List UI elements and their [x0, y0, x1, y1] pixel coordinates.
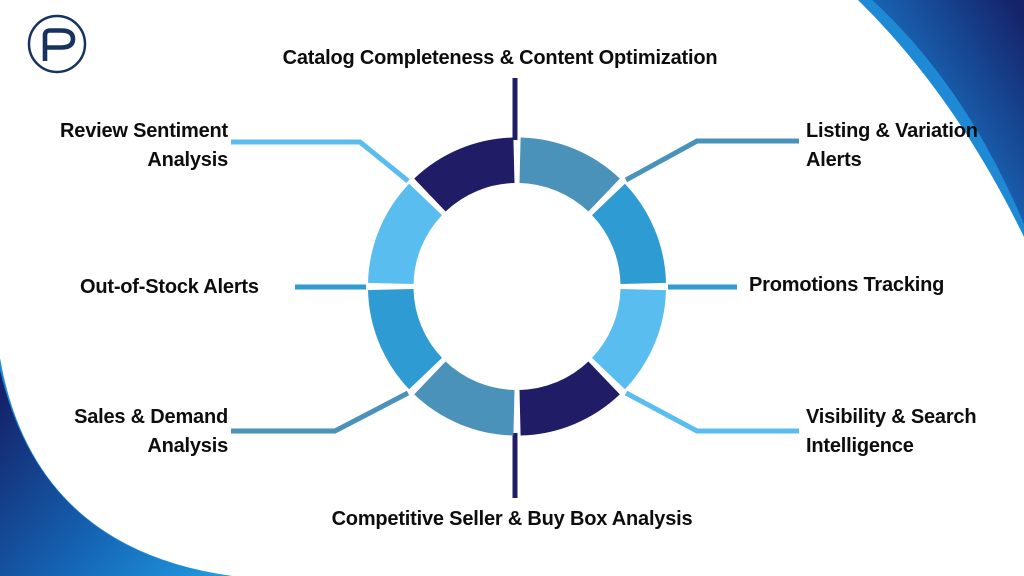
corner-swoosh-bottom-left: [0, 370, 232, 576]
corner-decoration-bottom-left: [0, 358, 232, 576]
connector-bottom-right: [624, 390, 799, 434]
donut-segment-9:00-10:30: [368, 183, 442, 284]
label-text: Analysis: [147, 149, 228, 171]
donut-segment-6:00-7:30: [414, 361, 515, 436]
label-text: Promotions Tracking: [749, 274, 945, 296]
donut-segment-4:30-6:00: [519, 361, 620, 436]
label-listing-variation-alerts: Listing & Variation Alerts: [806, 117, 1020, 175]
label-sales-demand-analysis: Sales & Demand Analysis: [8, 403, 228, 461]
corner-decoration-top-right: [858, 0, 1024, 237]
label-competitive-seller-buybox: Competitive Seller & Buy Box Analysis: [232, 505, 792, 534]
donut-segment-12:00-1:30: [519, 137, 620, 212]
label-text: Listing & Variation: [806, 120, 978, 142]
label-text: Sales & Demand: [74, 406, 228, 428]
label-text: Catalog Completeness & Content Optimizat…: [282, 47, 718, 69]
corner-swoosh-top-right: [872, 0, 1024, 224]
logo-p-icon: [42, 28, 76, 61]
donut-ring: [368, 137, 666, 436]
label-review-sentiment-analysis: Review Sentiment Analysis: [8, 117, 228, 175]
label-text: Intelligence: [806, 435, 914, 457]
donut-segment-1:30-3:00: [592, 183, 666, 284]
label-text: Alerts: [806, 149, 862, 171]
label-catalog-completeness: Catalog Completeness & Content Optimizat…: [220, 44, 780, 73]
label-text: Review Sentiment: [60, 120, 228, 142]
donut-segment-3:00-4:30: [592, 289, 666, 390]
label-promotions-tracking: Promotions Tracking: [749, 271, 1009, 300]
logo: [27, 14, 87, 74]
connector-top-left: [231, 139, 410, 183]
donut-segment-10:30-12:00: [414, 137, 515, 212]
logo-circle: [27, 14, 87, 74]
connectors: [231, 78, 799, 498]
label-visibility-search-intelligence: Visibility & Search Intelligence: [806, 403, 1024, 461]
connector-bottom-left: [231, 390, 410, 434]
label-text: Analysis: [147, 435, 228, 457]
label-text: Out-of-Stock Alerts: [80, 276, 259, 298]
label-out-of-stock-alerts: Out-of-Stock Alerts: [80, 273, 320, 302]
connector-top-right: [624, 138, 799, 183]
label-text: Competitive Seller & Buy Box Analysis: [331, 508, 693, 530]
label-text: Visibility & Search: [806, 406, 977, 428]
donut-segment-7:30-9:00: [368, 289, 442, 390]
